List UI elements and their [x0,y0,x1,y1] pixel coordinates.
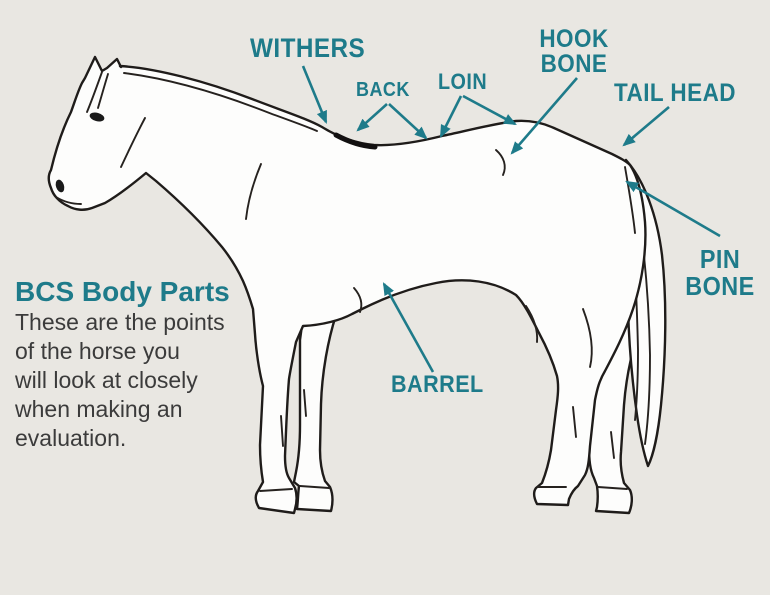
label-hook-bone: HOOK BONE [539,25,609,78]
back-arrow-right [388,103,428,140]
pin-bone-arrow [625,180,721,238]
horse-eye [89,112,105,122]
page-title: BCS Body Parts [15,276,230,307]
horse-line-art [47,55,667,515]
barrel-arrow [382,282,435,373]
description-text: These are the points of the horse you wi… [15,308,225,453]
label-barrel: BARREL [391,371,484,398]
label-back: BACK [356,79,410,101]
description-line: when making an [15,396,183,422]
label-loin: LOIN [438,69,488,94]
label-pin-bone: PIN BONE [685,244,755,301]
label-withers: WITHERS [250,33,366,63]
description-line: will look at closely [15,367,198,393]
horse-nostril [55,179,65,193]
withers-arrow [301,65,328,125]
loin-arrow-left [439,95,463,138]
annotation-arrows [301,65,721,373]
horse-body-outline [47,55,647,515]
description-line: evaluation. [15,425,127,451]
description-line: of the horse you [15,338,180,364]
hook-bone-arrow [510,77,578,155]
label-tail-head: TAIL HEAD [614,79,736,107]
loin-arrow-right [462,94,517,126]
horse-far-front-leg [292,301,342,513]
tail-head-arrow [622,106,670,147]
back-arrow-left [356,103,388,132]
horse-detail-lines [55,71,636,492]
description-line: These are the points [15,309,225,335]
